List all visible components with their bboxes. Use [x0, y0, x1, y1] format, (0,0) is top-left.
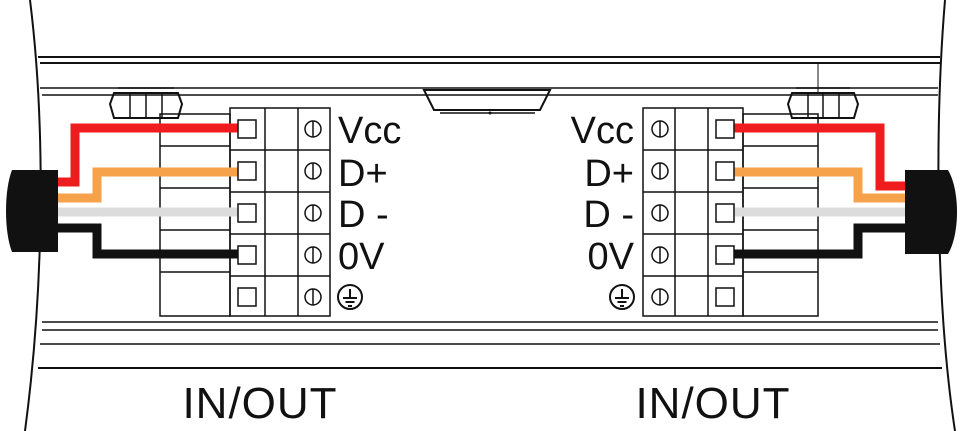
right-cable — [905, 170, 957, 254]
protective-earth-icon — [337, 284, 363, 310]
right-wires — [734, 123, 905, 259]
wire-entry — [237, 203, 257, 223]
ground-wire — [58, 223, 238, 259]
ground-wire — [734, 223, 905, 259]
housing — [24, 0, 956, 431]
data-plus-wire — [734, 167, 905, 203]
left-cable — [6, 170, 58, 252]
left-vcc-label: Vcc — [338, 110, 401, 152]
wire-entry — [237, 161, 257, 181]
hex-nut-icon — [108, 87, 184, 119]
right-ground-label: 0V — [588, 236, 635, 278]
protective-earth-icon — [609, 284, 635, 310]
right-data-minus-label: D - — [583, 194, 634, 236]
left-data-plus-label: D+ — [338, 153, 388, 195]
wire-entry — [715, 119, 735, 139]
data-plus-wire — [58, 167, 238, 203]
wire-entry — [237, 119, 257, 139]
left-ground-label: 0V — [338, 236, 385, 278]
wire-entry — [715, 161, 735, 181]
right-data-plus-label: D+ — [584, 153, 634, 195]
vcc-wire — [58, 123, 238, 187]
left-wires — [58, 123, 238, 259]
wire-entry — [237, 245, 257, 265]
right-in-out-label: IN/OUT — [635, 379, 790, 428]
right-terminal-strip — [651, 119, 735, 307]
wire-entry — [715, 287, 735, 307]
wire-entry — [237, 287, 257, 307]
vcc-wire — [734, 123, 905, 191]
left-terminal-strip — [237, 119, 322, 307]
left-data-minus-label: D - — [338, 194, 389, 236]
wire-entry — [715, 245, 735, 265]
wire-entry — [715, 203, 735, 223]
left-in-out-label: IN/OUT — [182, 379, 337, 428]
right-vcc-label: Vcc — [571, 110, 634, 152]
